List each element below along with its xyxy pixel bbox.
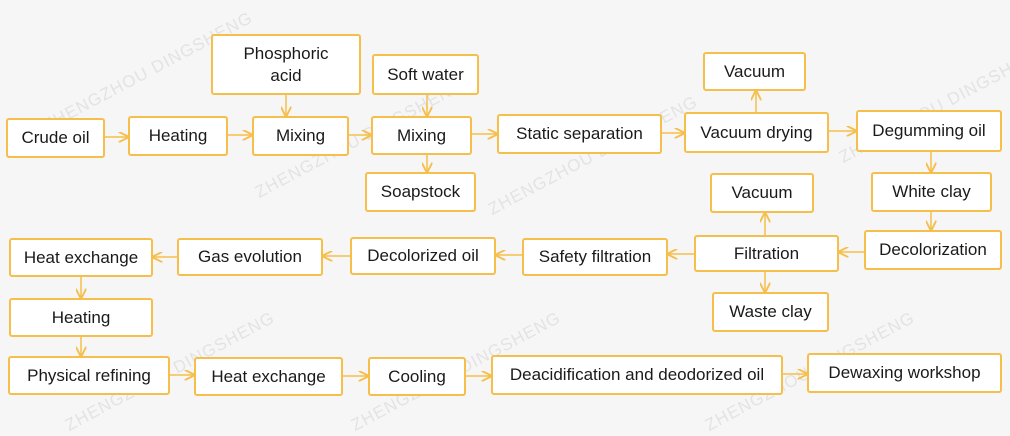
node-heating: Heating	[128, 116, 228, 156]
node-heat-exchange: Heat exchange	[9, 238, 153, 277]
node-safety-filtration: Safety filtration	[522, 238, 668, 276]
node-filtration: Filtration	[694, 235, 839, 272]
node-decolorized-oil: Decolorized oil	[350, 237, 496, 275]
node-soapstock: Soapstock	[365, 172, 476, 212]
node-vacuum: Vacuum	[703, 52, 806, 91]
node-waste-clay: Waste clay	[712, 292, 829, 332]
node-crude-oil: Crude oil	[6, 118, 105, 158]
node-mixing: Mixing	[252, 116, 349, 156]
node-degumming-oil: Degumming oil	[856, 110, 1002, 152]
node-static-separation: Static separation	[497, 114, 662, 154]
node-heat-exchange-2: Heat exchange	[194, 357, 343, 396]
node-dewaxing-workshop: Dewaxing workshop	[807, 353, 1002, 393]
node-cooling: Cooling	[368, 357, 466, 396]
node-deacidification: Deacidification and deodorized oil	[491, 355, 783, 395]
node-phosphoric-acid: Phosphoric acid	[211, 34, 361, 95]
node-vacuum-2: Vacuum	[710, 173, 814, 213]
node-mixing-2: Mixing	[371, 116, 472, 155]
node-heating-2: Heating	[9, 298, 153, 337]
node-soft-water: Soft water	[372, 54, 479, 95]
node-decolorization: Decolorization	[864, 230, 1002, 270]
node-white-clay: White clay	[871, 172, 992, 212]
node-vacuum-drying: Vacuum drying	[684, 112, 829, 153]
node-physical-refining: Physical refining	[8, 356, 170, 395]
node-gas-evolution: Gas evolution	[177, 238, 323, 276]
